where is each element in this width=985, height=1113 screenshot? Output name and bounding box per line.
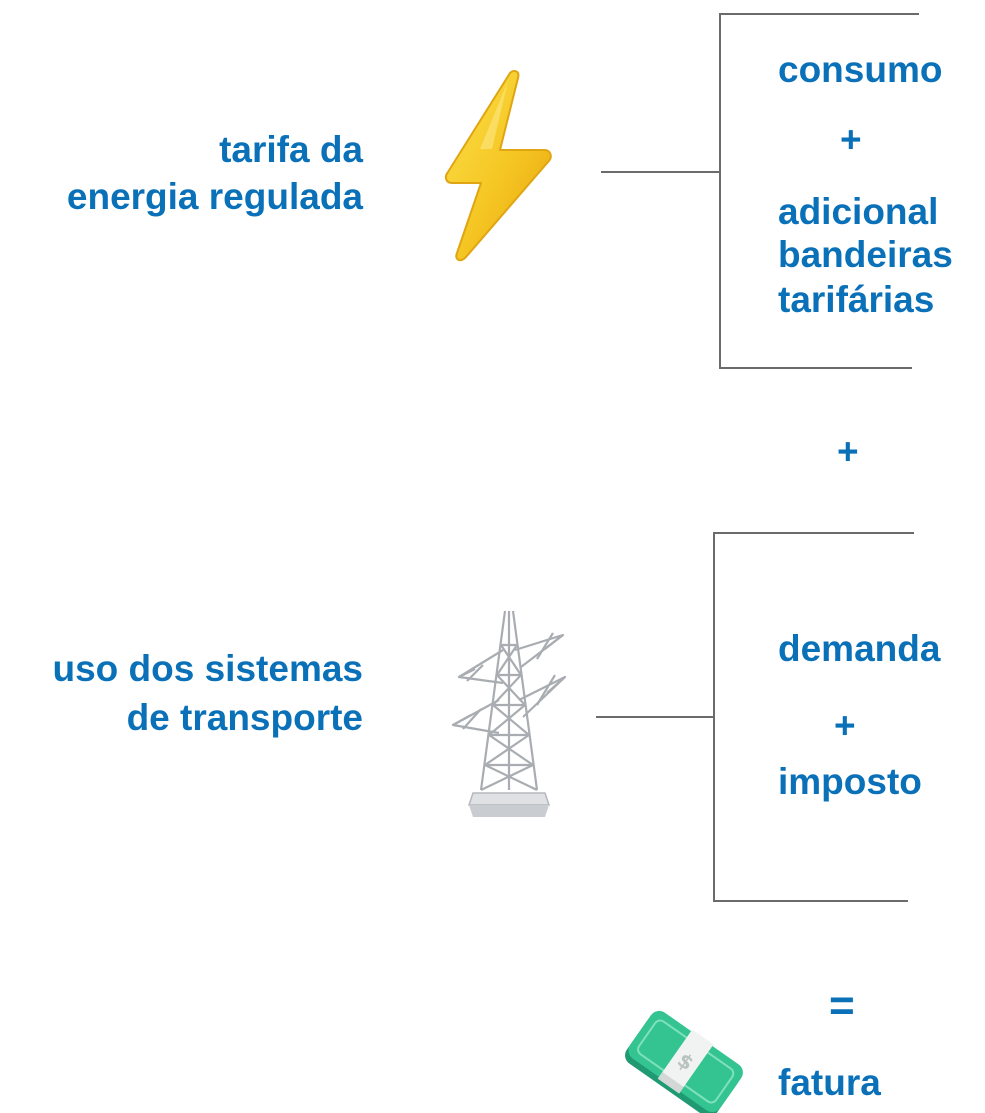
section1-item-consumo: consumo (778, 49, 943, 90)
section1-bracket-top (719, 13, 919, 15)
section1-item-bandeiras: bandeiras (778, 234, 953, 275)
result-fatura: fatura (778, 1062, 881, 1103)
between-plus: + (837, 431, 859, 472)
section1-bracket-bottom (719, 367, 912, 369)
section1-bracket-side (719, 13, 721, 369)
section2-label-line2: de transporte (126, 697, 363, 738)
section1-connector (601, 171, 720, 173)
section2-bracket-side (713, 532, 715, 902)
lightning-bolt-icon (444, 69, 552, 262)
section2-label-line1: uso dos sistemas (52, 648, 363, 689)
section2-item-plus: + (834, 705, 856, 746)
section1-label-line1: tarifa da (219, 129, 363, 170)
transmission-tower-icon (451, 610, 567, 817)
section1-label-line2: energia regulada (66, 176, 363, 217)
section2-bracket-bottom (713, 900, 908, 902)
money-bill-icon: $ (625, 1010, 743, 1113)
section2-connector (596, 716, 714, 718)
section1-item-plus: + (840, 119, 862, 160)
section2-bracket-top (713, 532, 914, 534)
result-equals: = (829, 981, 855, 1030)
section1-item-tarifarias: tarifárias (778, 279, 935, 320)
section2-item-demanda: demanda (778, 628, 941, 669)
section1-item-adicional: adicional (778, 191, 939, 232)
section2-item-imposto: imposto (778, 761, 922, 802)
